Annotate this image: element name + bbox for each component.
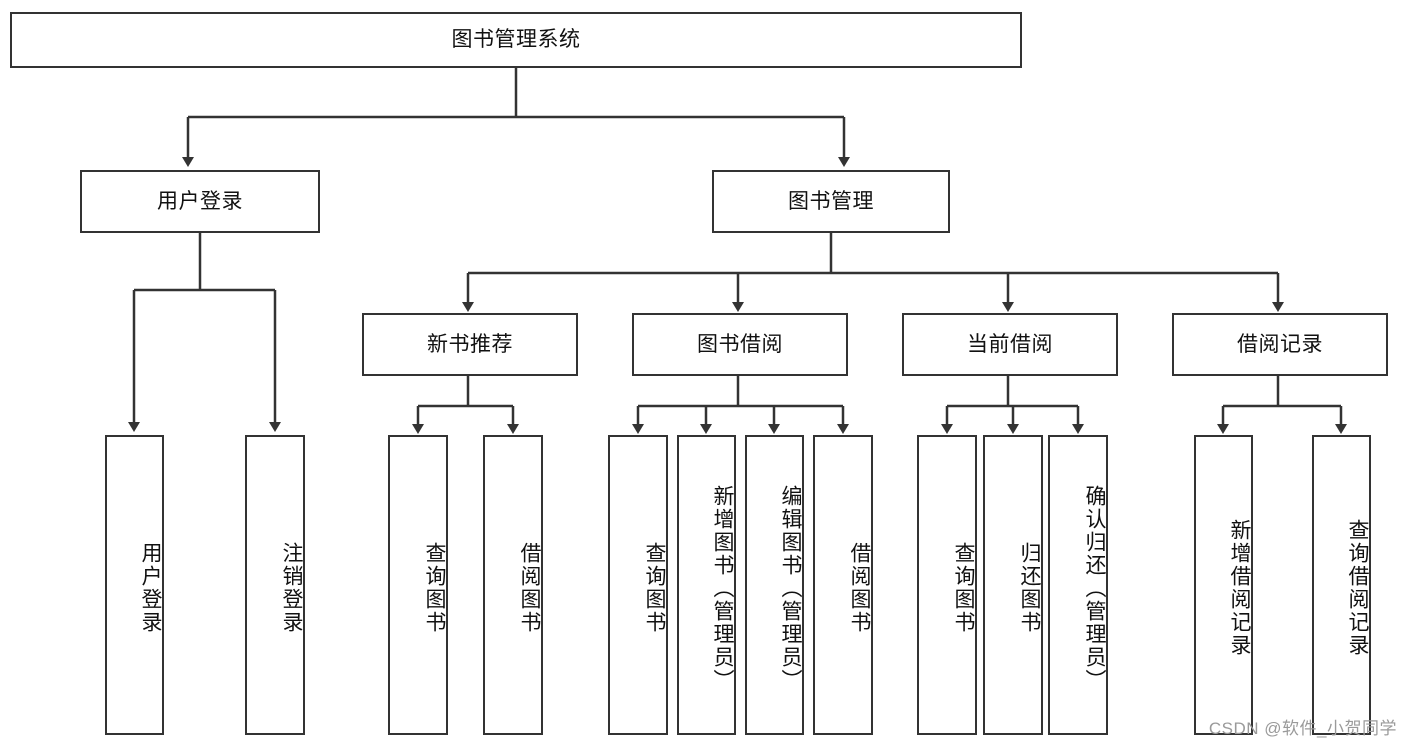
node-label: 图书管理系统 xyxy=(451,28,581,52)
node-label: 新书推荐 xyxy=(427,332,513,356)
node-current-borrow[interactable]: 当前借阅 xyxy=(902,313,1118,376)
node-leaf-logout-login[interactable]: 注销登录 xyxy=(245,435,305,735)
node-user-login[interactable]: 用户登录 xyxy=(80,170,320,233)
node-label: 当前借阅 xyxy=(967,332,1053,356)
node-leaf-borrow-books-2[interactable]: 借阅图书 xyxy=(813,435,873,735)
node-leaf-query-borrow-record[interactable]: 查询借阅记录 xyxy=(1312,435,1371,735)
node-label: 归还图书 xyxy=(1018,542,1041,634)
node-leaf-query-books-2[interactable]: 查询图书 xyxy=(608,435,668,735)
node-label: 查询借阅记录 xyxy=(1346,519,1369,657)
node-leaf-query-books-1[interactable]: 查询图书 xyxy=(388,435,448,735)
node-label: 新增图书（管理员） xyxy=(711,484,734,692)
node-label: 查询图书 xyxy=(952,542,975,634)
node-label: 借阅记录 xyxy=(1237,332,1323,356)
node-new-book-recommend[interactable]: 新书推荐 xyxy=(362,313,578,376)
node-label: 新增借阅记录 xyxy=(1228,519,1251,657)
node-leaf-add-borrow-record[interactable]: 新增借阅记录 xyxy=(1194,435,1253,735)
node-label: 注销登录 xyxy=(280,542,303,634)
node-label: 确认归还（管理员） xyxy=(1083,484,1106,692)
node-leaf-add-book-admin[interactable]: 新增图书（管理员） xyxy=(677,435,736,735)
node-label: 查询图书 xyxy=(643,542,666,634)
node-label: 借阅图书 xyxy=(518,542,541,634)
node-book-management[interactable]: 图书管理 xyxy=(712,170,950,233)
node-label: 用户登录 xyxy=(157,189,243,213)
node-label: 图书借阅 xyxy=(697,332,783,356)
node-label: 查询图书 xyxy=(423,542,446,634)
node-label: 用户登录 xyxy=(139,542,162,634)
node-book-borrow[interactable]: 图书借阅 xyxy=(632,313,848,376)
node-leaf-user-login[interactable]: 用户登录 xyxy=(105,435,164,735)
node-leaf-borrow-books-1[interactable]: 借阅图书 xyxy=(483,435,543,735)
node-library-management-system[interactable]: 图书管理系统 xyxy=(10,12,1022,68)
node-borrow-record[interactable]: 借阅记录 xyxy=(1172,313,1388,376)
node-label: 编辑图书（管理员） xyxy=(779,484,802,692)
node-leaf-edit-book-admin[interactable]: 编辑图书（管理员） xyxy=(745,435,804,735)
node-leaf-confirm-return-admin[interactable]: 确认归还（管理员） xyxy=(1048,435,1108,735)
node-leaf-query-books-3[interactable]: 查询图书 xyxy=(917,435,977,735)
node-label: 图书管理 xyxy=(788,189,874,213)
node-leaf-return-books[interactable]: 归还图书 xyxy=(983,435,1043,735)
node-label: 借阅图书 xyxy=(848,542,871,634)
